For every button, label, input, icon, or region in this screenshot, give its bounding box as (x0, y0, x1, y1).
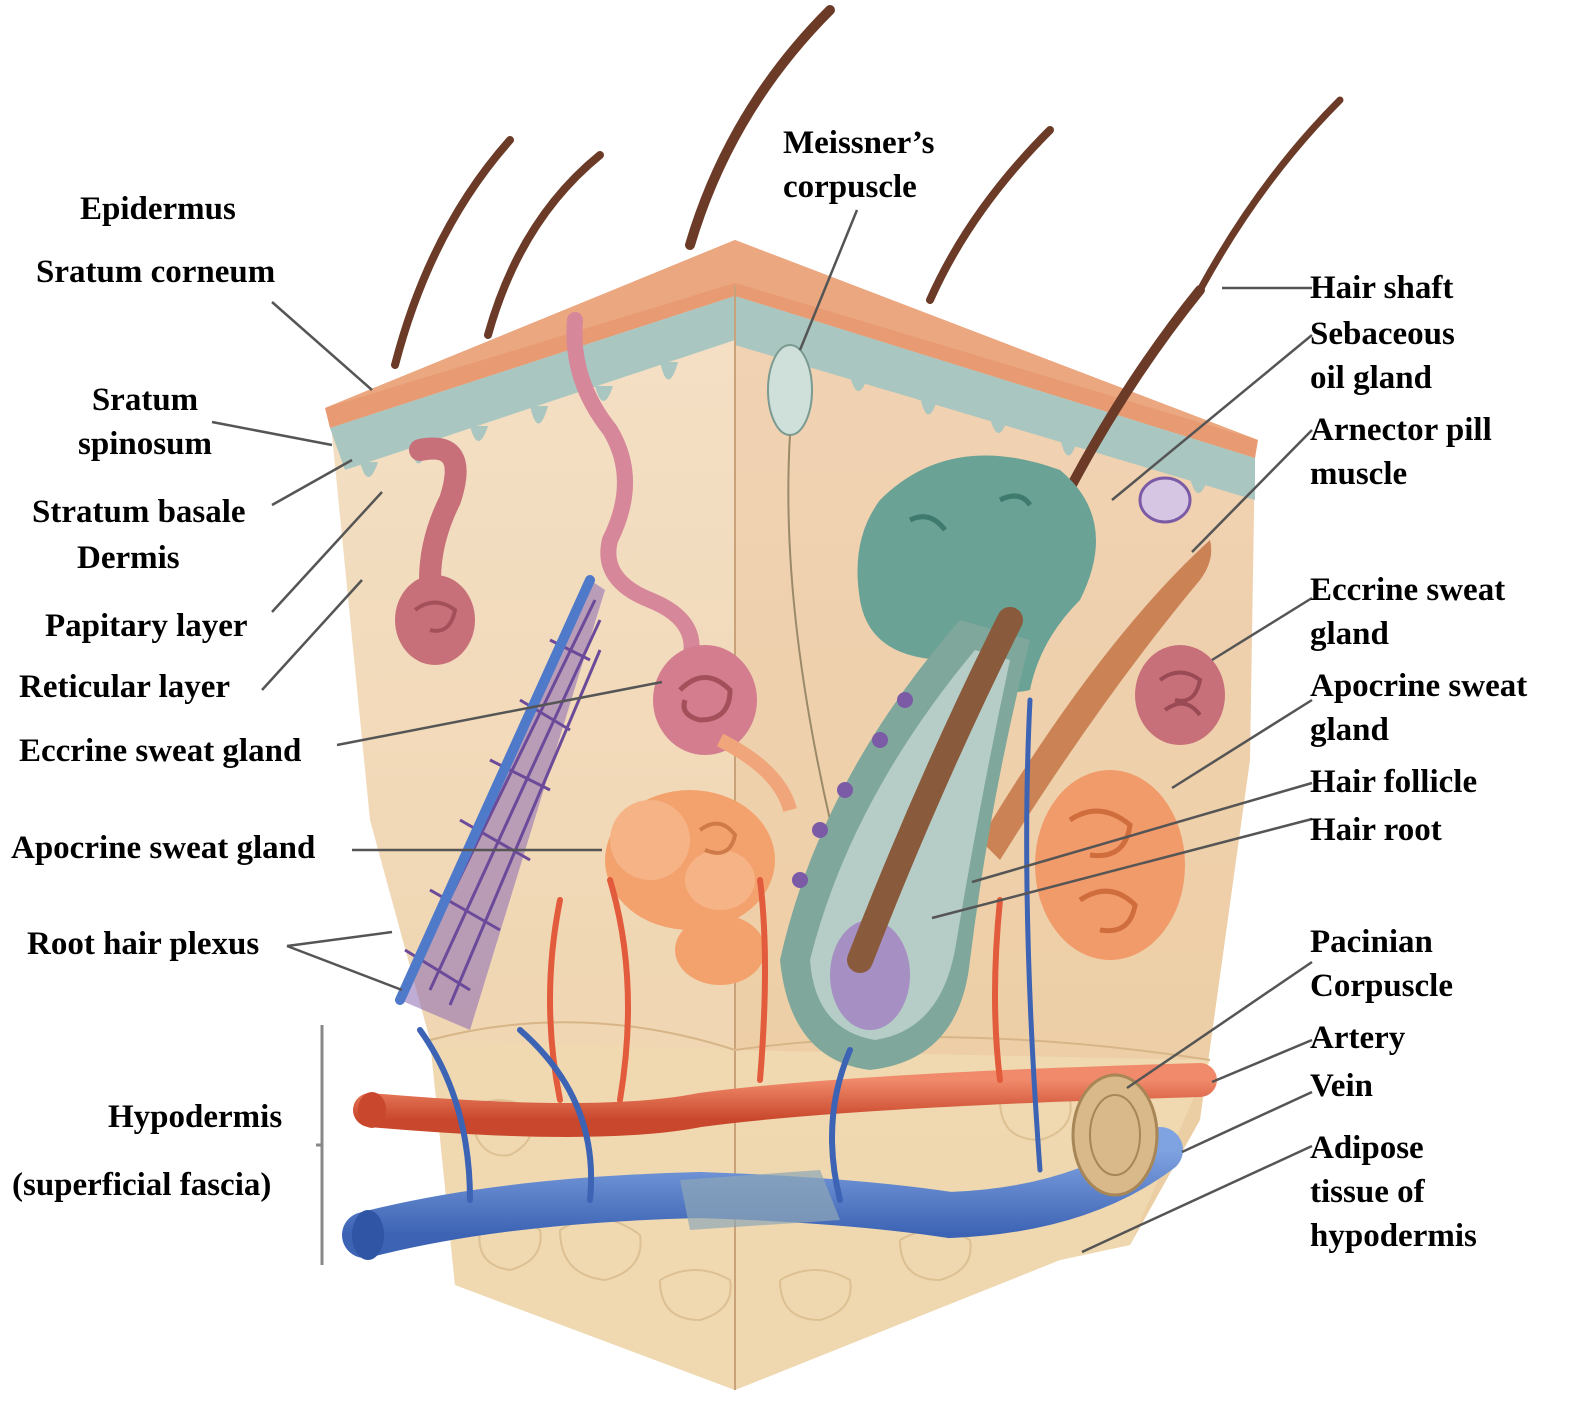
label-stratum-spinosum: Sratum spinosum (50, 378, 240, 466)
label-artery: Artery (1310, 1016, 1405, 1060)
label-pacinian-line2: Corpuscle (1310, 964, 1453, 1008)
label-eccrine-right-line1: Eccrine sweat (1310, 568, 1505, 612)
label-meissners-corpuscle: Meissner’s corpuscle (783, 121, 935, 209)
label-adipose-tissue: Adipose tissue of hypodermis (1310, 1126, 1477, 1258)
label-superficial-fascia: (superficial fascia) (12, 1163, 271, 1207)
label-arrector-pili-muscle: Arnector pill muscle (1310, 408, 1492, 496)
label-hypodermis: Hypodermis (108, 1095, 282, 1139)
vein-opening (352, 1210, 384, 1260)
arrector-pili-knot (1140, 478, 1190, 522)
label-stratum-spinosum-line1: Sratum (50, 378, 240, 422)
label-sebaceous-line1: Sebaceous (1310, 312, 1455, 356)
label-hair-root: Hair root (1310, 808, 1442, 852)
label-meissners-line2: corpuscle (783, 165, 935, 209)
hypodermis-bracket (316, 1025, 322, 1265)
label-stratum-basale: Stratum basale (32, 490, 246, 534)
label-apocrine-right-line1: Apocrine sweat (1310, 664, 1527, 708)
label-eccrine-sweat-gland-right: Eccrine sweat gland (1310, 568, 1505, 656)
label-stratum-corneum: Sratum corneum (36, 250, 275, 294)
eccrine-gland-right (1135, 645, 1225, 745)
label-arrector-line1: Arnector pill (1310, 408, 1492, 452)
label-apocrine-sweat-gland-left: Apocrine sweat gland (11, 826, 315, 870)
label-eccrine-right-line2: gland (1310, 612, 1505, 656)
label-sebaceous-line2: oil gland (1310, 356, 1455, 400)
label-stratum-spinosum-line2: spinosum (50, 422, 240, 466)
label-apocrine-right-line2: gland (1310, 708, 1527, 752)
label-adipose-line1: Adipose (1310, 1126, 1477, 1170)
label-adipose-line3: hypodermis (1310, 1214, 1477, 1258)
artery-opening (358, 1092, 386, 1128)
label-root-hair-plexus: Root hair plexus (27, 922, 259, 966)
apocrine-gland-right (1035, 770, 1185, 960)
pacinian-corpuscle (1073, 1075, 1157, 1195)
label-sebaceous-oil-gland: Sebaceous oil gland (1310, 312, 1455, 400)
label-meissners-line1: Meissner’s (783, 121, 935, 165)
label-reticular-layer: Reticular layer (19, 665, 230, 709)
label-hair-shaft: Hair shaft (1310, 266, 1453, 310)
label-pacinian-corpuscle: Pacinian Corpuscle (1310, 920, 1453, 1008)
label-papillary-layer: Papitary layer (45, 604, 248, 648)
label-apocrine-sweat-gland-right: Apocrine sweat gland (1310, 664, 1527, 752)
label-epidermus: Epidermus (80, 187, 236, 231)
label-adipose-line2: tissue of (1310, 1170, 1477, 1214)
label-pacinian-line1: Pacinian (1310, 920, 1453, 964)
label-arrector-line2: muscle (1310, 452, 1492, 496)
label-dermis: Dermis (77, 536, 180, 580)
label-vein: Vein (1310, 1064, 1373, 1108)
label-eccrine-sweat-gland-left: Eccrine sweat gland (19, 729, 301, 773)
label-hair-follicle: Hair follicle (1310, 760, 1477, 804)
